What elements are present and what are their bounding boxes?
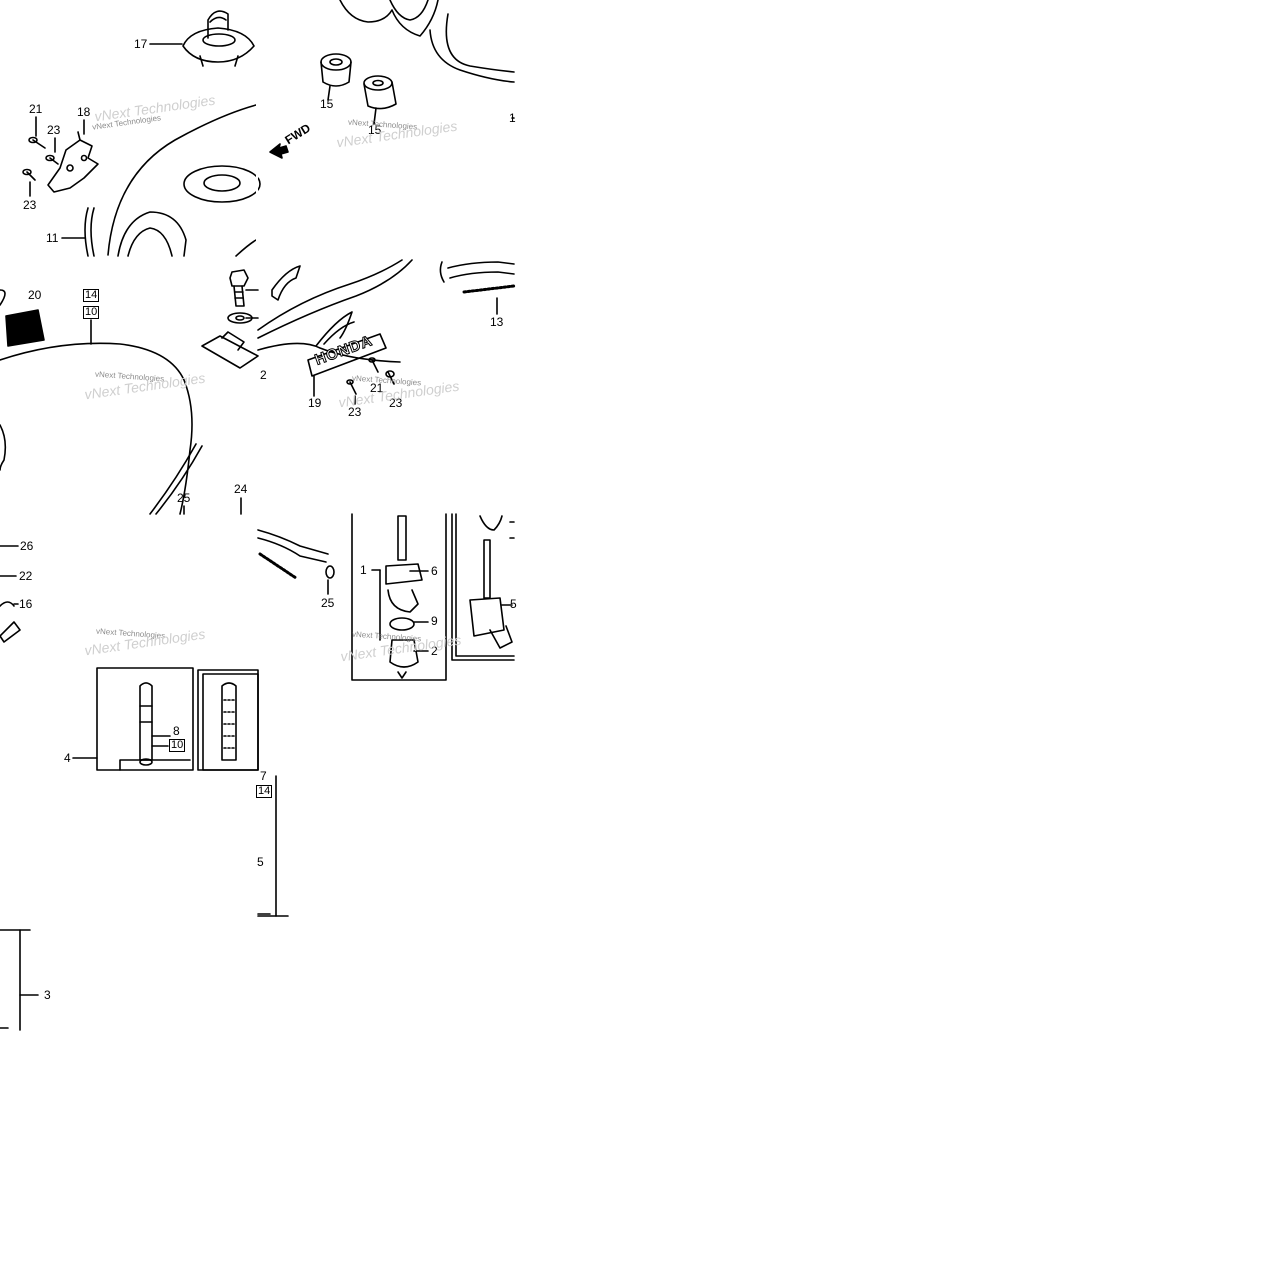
callout-26: 26 xyxy=(20,539,34,553)
callout-10b: 10 xyxy=(169,739,186,752)
screw-21 xyxy=(28,136,46,149)
tank-body-top-left xyxy=(107,104,261,257)
strainer-box-right xyxy=(197,669,259,771)
mounting-bolt xyxy=(227,269,259,324)
honda-wing-emblem xyxy=(307,311,387,377)
callout-23a: 23 xyxy=(47,123,61,137)
callout-7: 7 xyxy=(260,769,267,783)
emblem-bracket xyxy=(47,131,99,193)
screw-23a xyxy=(45,154,59,165)
fuel-hose-13 xyxy=(439,261,516,315)
callout-14b: 14 xyxy=(256,785,273,798)
callout-15a: 15 xyxy=(320,97,334,111)
callout-4: 4 xyxy=(64,751,71,765)
callout-24: 24 xyxy=(234,482,248,496)
rear-bracket xyxy=(201,265,301,369)
screw-23b xyxy=(22,168,36,181)
callout-20: 20 xyxy=(28,288,42,302)
fuel-hose-spring-25 xyxy=(257,529,335,595)
callout-25b: 25 xyxy=(321,596,335,610)
callout-16: 16 xyxy=(19,597,33,611)
callout-21b: 21 xyxy=(370,381,384,395)
callout-8: 8 xyxy=(173,724,180,738)
cushion-15a xyxy=(320,53,352,87)
callout-9: 9 xyxy=(431,614,438,628)
callout-1: 1 xyxy=(360,563,367,577)
rubber-strip-11 xyxy=(84,207,95,257)
callout-13: 13 xyxy=(490,315,504,329)
fuel-valve-box-right xyxy=(451,513,515,661)
callout-2-bracket: 2 xyxy=(260,368,267,382)
fwd-arrow-icon xyxy=(269,143,289,159)
tank-body-top-right xyxy=(339,0,515,83)
strainer-box-left xyxy=(72,667,194,771)
screw-23d xyxy=(385,370,395,385)
callout-23d: 23 xyxy=(389,396,403,410)
callout-21: 21 xyxy=(29,102,43,116)
callout-3: 3 xyxy=(44,988,51,1002)
screw-23c xyxy=(346,379,357,395)
callout-5: 5 xyxy=(510,597,517,611)
bracket-5 xyxy=(257,775,289,917)
callout-6: 6 xyxy=(431,564,438,578)
callout-1-top: 1 xyxy=(509,111,516,125)
callout-17: 17 xyxy=(134,37,148,51)
fuel-cap xyxy=(182,10,255,67)
callout-15b: 15 xyxy=(368,123,382,137)
bracket-3 xyxy=(0,929,39,1031)
callout-2: 2 xyxy=(431,644,438,658)
callout-18: 18 xyxy=(77,105,91,119)
callout-14: 14 xyxy=(83,289,100,302)
callout-11: 11 xyxy=(46,231,59,245)
callout-22: 22 xyxy=(19,569,33,583)
tank-side-right xyxy=(257,259,413,363)
fuel-valve-box xyxy=(351,513,447,681)
callout-23b: 23 xyxy=(23,198,37,212)
callout-23c: 23 xyxy=(348,405,362,419)
tank-side-left xyxy=(0,289,203,515)
callout-19: 19 xyxy=(308,396,322,410)
screw-21b xyxy=(368,357,379,373)
cushion-15b xyxy=(363,75,397,110)
callout-5b: 5 xyxy=(257,855,264,869)
callout-10: 10 xyxy=(83,306,100,319)
callout-25a: 25 xyxy=(177,491,191,505)
